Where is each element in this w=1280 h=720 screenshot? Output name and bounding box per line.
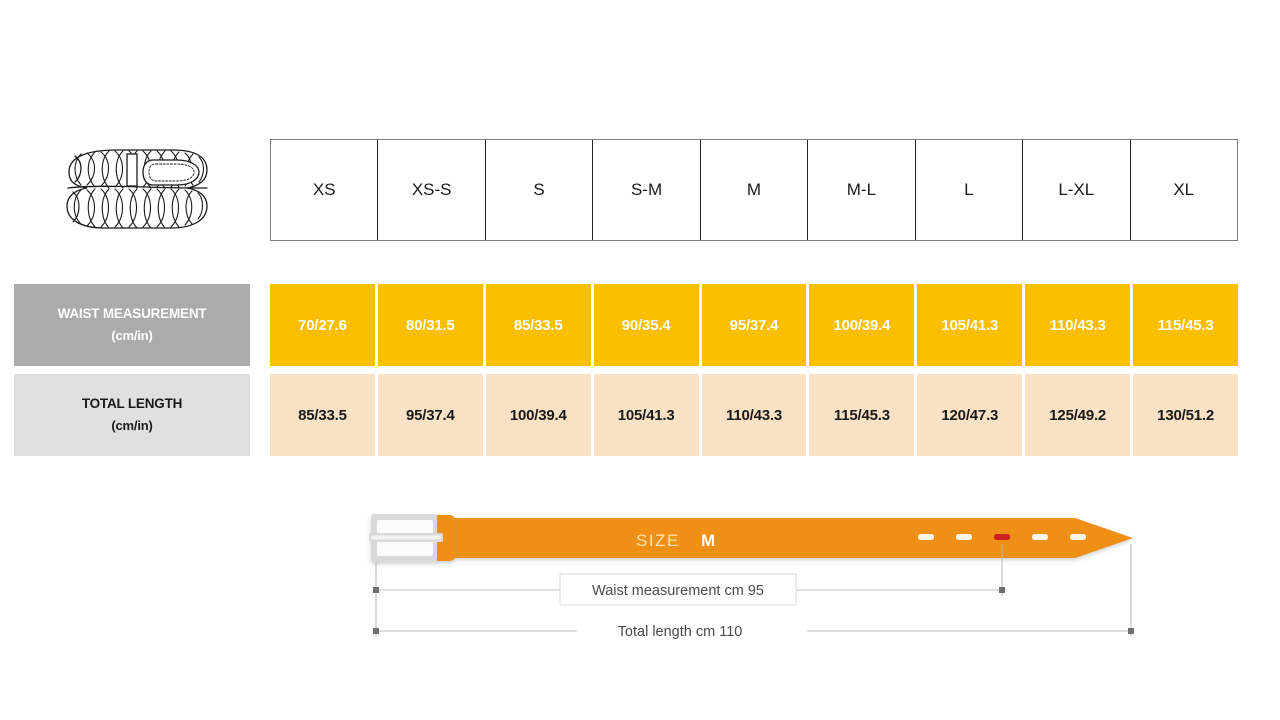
waist-value-cell: 80/31.5 — [377, 284, 483, 366]
waist-value-cell: 85/33.5 — [485, 284, 591, 366]
size-header-cell: L — [916, 140, 1024, 240]
waist-values-strip: 70/27.6 80/31.5 85/33.5 90/35.4 95/37.4 … — [270, 284, 1239, 366]
total-length-value-cell: 85/33.5 — [270, 374, 375, 456]
belt-hole — [956, 534, 972, 540]
total-length-value-cell: 95/37.4 — [377, 374, 483, 456]
waist-dimension-line: Waist measurement cm 95 — [373, 573, 1005, 606]
waist-measurement-row: WAIST MEASUREMENT (cm/in) 70/27.6 80/31.… — [14, 284, 1239, 366]
belt-size-word: SIZE — [636, 531, 680, 550]
total-length-value-cell: 120/47.3 — [917, 374, 1023, 456]
total-length-dimension-label: Total length cm 110 — [618, 624, 743, 640]
belt-holes — [918, 534, 1086, 540]
total-length-value-cell: 125/49.2 — [1025, 374, 1131, 456]
size-header-cell: S — [486, 140, 594, 240]
size-header-cell: M — [701, 140, 809, 240]
size-header-row: XS XS-S S S-M M M-L L L-XL XL — [270, 139, 1238, 241]
total-length-value-cell: 115/45.3 — [809, 374, 915, 456]
total-length-value-cell: 100/39.4 — [485, 374, 591, 456]
waist-label-text: WAIST MEASUREMENT — [57, 306, 207, 322]
total-length-value-cell: 105/41.3 — [593, 374, 699, 456]
total-length-value-cell: 130/51.2 — [1133, 374, 1239, 456]
belt-hole — [1070, 534, 1086, 540]
total-length-value-cell: 110/43.3 — [701, 374, 807, 456]
waist-value-cell: 100/39.4 — [809, 284, 915, 366]
belt-hole-active — [994, 534, 1010, 540]
size-header-cell: L-XL — [1023, 140, 1131, 240]
belt-strap — [443, 518, 1133, 558]
waist-measurement-label: WAIST MEASUREMENT (cm/in) — [14, 284, 250, 366]
total-length-row: TOTAL LENGTH (cm/in) 85/33.5 95/37.4 100… — [14, 374, 1239, 456]
belt-hole — [918, 534, 934, 540]
waist-value-cell: 110/43.3 — [1025, 284, 1131, 366]
waist-dimension-label: Waist measurement cm 95 — [592, 583, 764, 599]
belt-hole — [1032, 534, 1048, 540]
total-length-dimension-line: Total length cm 110 — [373, 618, 1134, 644]
total-length-label-text: TOTAL LENGTH — [81, 396, 183, 412]
total-length-values-strip: 85/33.5 95/37.4 100/39.4 105/41.3 110/43… — [270, 374, 1239, 456]
belt-size-value: M — [701, 531, 715, 550]
size-header-cell: XL — [1173, 180, 1195, 199]
belt-buckle-icon — [369, 514, 443, 562]
total-length-label-unit: (cm/in) — [111, 418, 153, 434]
size-header-cell: XS — [271, 140, 379, 240]
size-header-cell: S-M — [593, 140, 701, 240]
waist-value-cell: 95/37.4 — [701, 284, 807, 366]
waist-label-unit: (cm/in) — [111, 328, 153, 344]
total-length-label: TOTAL LENGTH (cm/in) — [14, 374, 250, 456]
size-header-cell: XS-S — [378, 140, 486, 240]
waist-value-cell: 90/35.4 — [593, 284, 699, 366]
waist-value-cell: 70/27.6 — [270, 284, 375, 366]
waist-value-cell: 105/41.3 — [917, 284, 1023, 366]
belt-keeper-loop — [433, 515, 455, 561]
product-belt-icon — [55, 142, 215, 237]
size-header-cell: M-L — [808, 140, 916, 240]
waist-value-cell: 115/45.3 — [1133, 284, 1239, 366]
belt-measurement-diagram: SIZE M Waist measurement cm 95 Total len… — [355, 500, 1155, 650]
